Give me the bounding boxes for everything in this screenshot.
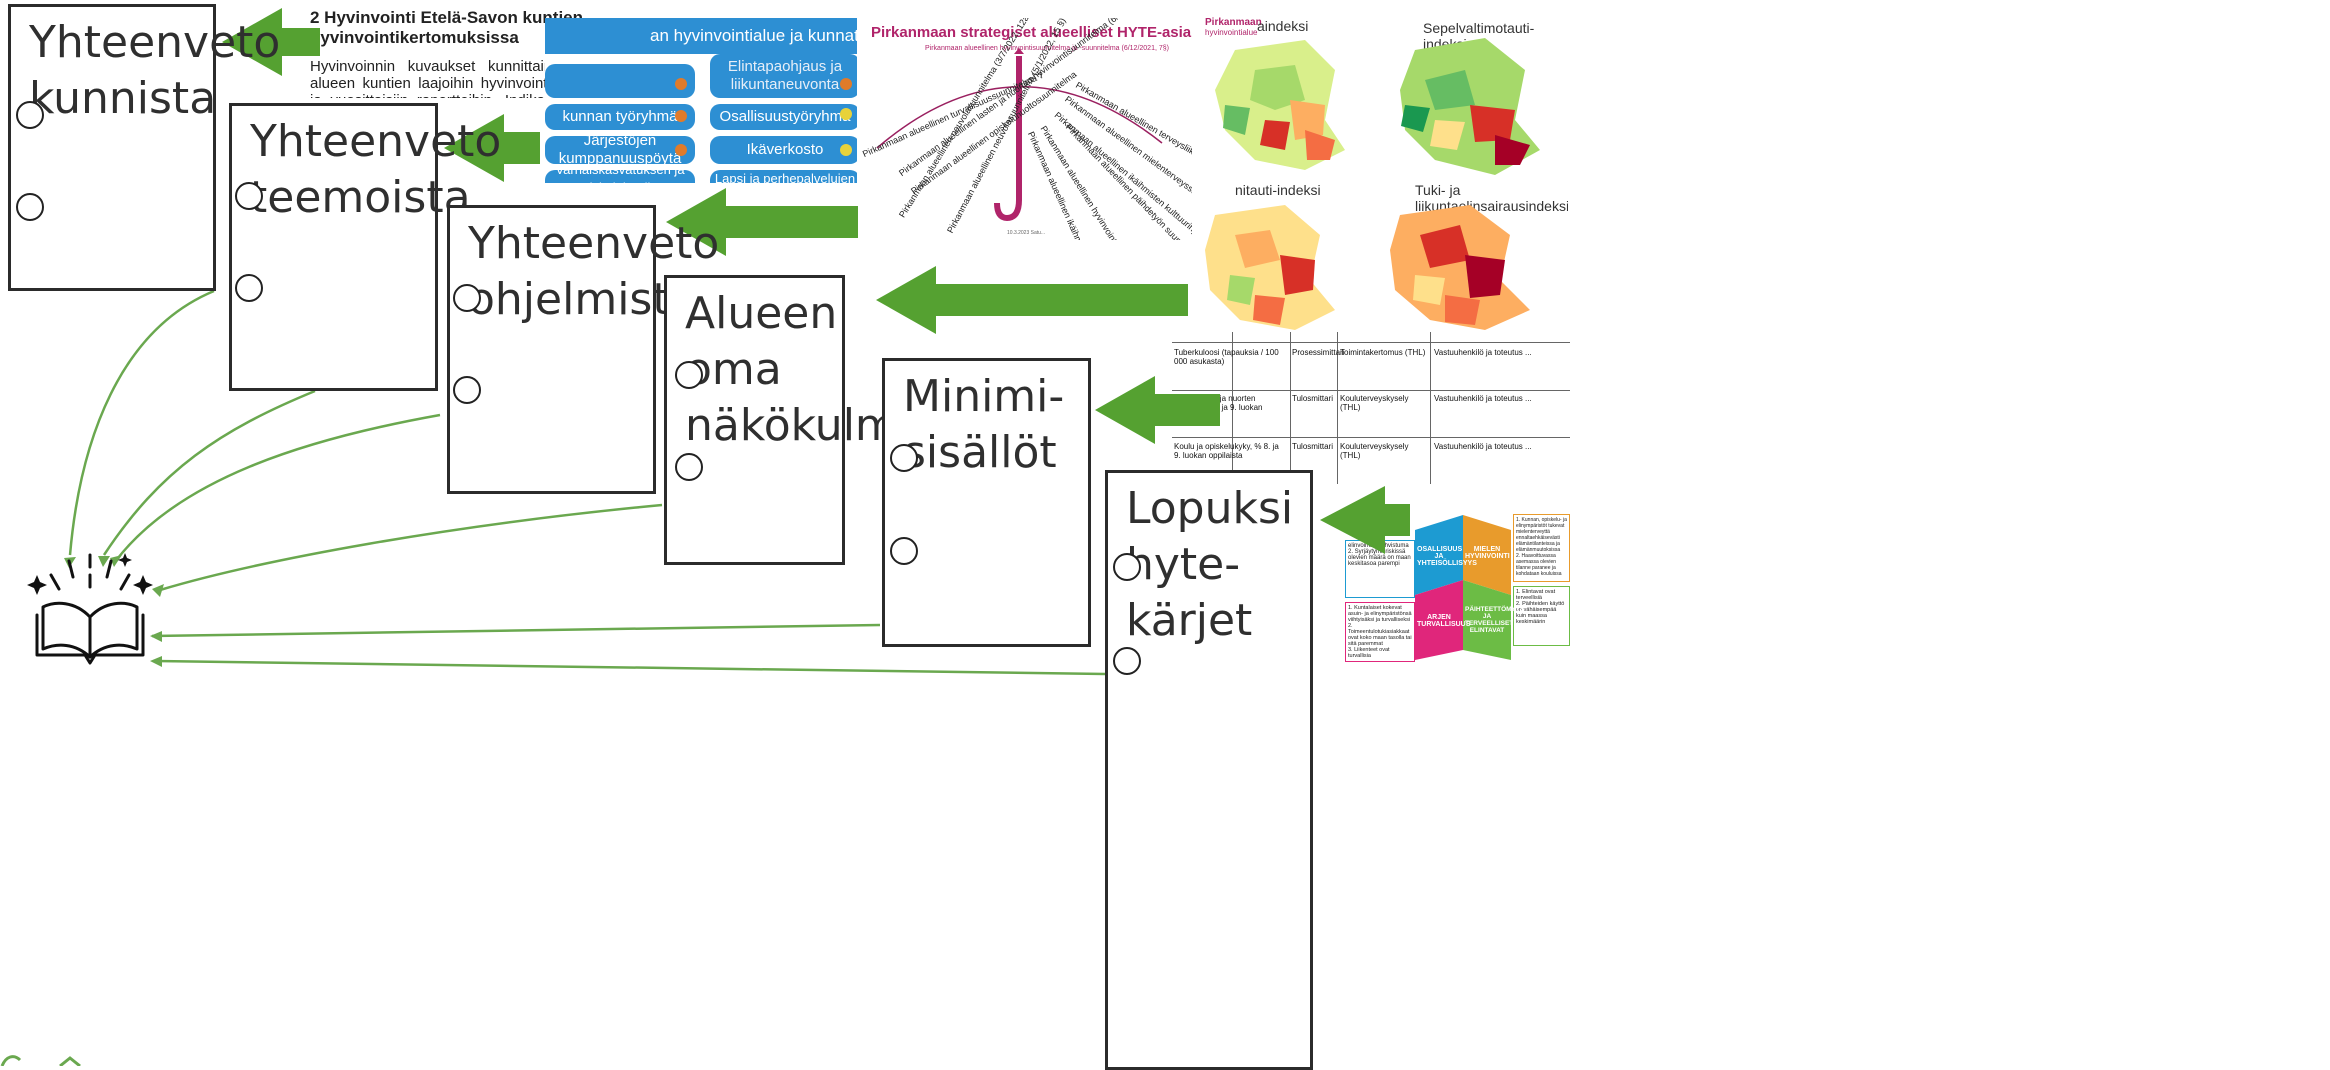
card-title: Yhteenveto ohjelmista <box>468 218 720 325</box>
connector-lopuksi <box>155 659 1106 676</box>
binder-ring <box>235 274 263 302</box>
hyte-hex-label: OSALLISUUS JA YHTEISÖLLISYYS <box>1417 546 1477 567</box>
table-cell: Prosessimittari <box>1292 348 1345 357</box>
org-chart-thumbnail: an hyvinvointialue ja kunnat / maaku Eli… <box>545 18 860 183</box>
table-cell: Koululaisten ja nuorten liikunta, % 8. j… <box>1174 394 1263 421</box>
umbrella-title: Pirkanmaan strategiset alueelliset HYTE-… <box>871 24 1192 41</box>
org-button: Elintapaohjaus ja liikuntaneuvonta <box>710 54 860 98</box>
binder-ring <box>16 193 44 221</box>
hyte-note-right: 1. Kunnan, opiskelu- ja elinympäristöt t… <box>1513 514 1570 582</box>
card-yhteenveto-ohjelmista: Yhteenveto ohjelmista <box>447 205 719 494</box>
umbrella-icon <box>876 48 1163 222</box>
binder-ring <box>16 101 44 129</box>
org-button: Järjestöjen kumppanuuspöytä <box>545 132 695 167</box>
connector-minimi <box>151 623 881 638</box>
binder-ring <box>675 361 703 389</box>
org-button: Lapsi ja perhepalvelujen työryhmä <box>710 170 860 183</box>
choropleth-maps <box>1205 38 1540 330</box>
map-label: nitauti-indeksi <box>1235 182 1321 198</box>
connector-ohjelmista <box>117 413 441 559</box>
hyte-note-left: 1. Kuntalaiset kokevat asuin- ja elinymp… <box>1345 602 1415 662</box>
org-button <box>545 64 695 98</box>
umbrella-subtitle: Pirkanmaan alueellinen hyvinvointisuunni… <box>925 45 1169 52</box>
org-header: an hyvinvointialue ja kunnat / maaku <box>545 18 860 54</box>
table-cell: Kouluterveyskysely (THL) <box>1340 394 1409 412</box>
binder-ring <box>453 284 481 312</box>
card-minimi-sisallot: Minimi- sisällöt <box>882 358 1091 647</box>
card-lopuksi-hyte-karjet: Lopuksi hyte-kärjet <box>1105 470 1313 1070</box>
hyte-hex-label: ARJEN TURVALLISUUS <box>1417 614 1471 628</box>
org-button: Ikäverkosto <box>710 136 860 164</box>
binder-ring <box>675 453 703 481</box>
logo-fragment <box>0 1055 81 1066</box>
report-heading: 2 Hyvinvointi Etelä-Savon kuntien hyvinv… <box>310 8 584 47</box>
binder-ring <box>1113 647 1141 675</box>
card-yhteenveto-kunnista: Yhteenveto kunnista <box>8 4 280 291</box>
card-alueen-oma-nakokulma: Alueen oma näkökulma <box>664 275 925 565</box>
table-cell: Toimintakertomus (THL) <box>1340 348 1426 357</box>
table-cell: Vastuuhenkilö ja toteutus ... <box>1434 442 1532 451</box>
card-title: Yhteenveto kunnista <box>29 17 281 124</box>
hyte-hex-label: MIELEN HYVINVOINTI <box>1465 546 1510 560</box>
indicator-table-thumbnail: Tuberkuloosi (tapauksia / 100 000 asukas… <box>1172 332 1570 484</box>
map-label: aindeksi <box>1257 18 1309 34</box>
table-cell: Tulosmittari <box>1292 442 1334 451</box>
umbrella-thumbnail: Pirkanmaan strategiset alueelliset HYTE-… <box>857 18 1192 240</box>
umbrella-footer: 10.3.2023 Satu... <box>1007 230 1046 236</box>
table-cell: Tulosmittari <box>1292 394 1334 403</box>
binder-ring <box>235 182 263 210</box>
binder-ring <box>1113 553 1141 581</box>
binder-ring <box>890 537 918 565</box>
connector-nakokulma <box>159 503 663 592</box>
connector-kunnista <box>68 289 215 556</box>
org-button: Osallisuustyöryhmä <box>710 104 860 130</box>
connector-teemoista <box>102 389 316 556</box>
card-yhteenveto-teemoista: Yhteenveto teemoista <box>229 103 501 391</box>
org-button: Varhaiskasvatuksen ja opiskeluhuollon ty… <box>545 162 695 183</box>
org-button: kunnan työryhmä <box>545 104 695 130</box>
binder-ring <box>890 444 918 472</box>
table-cell: Koulu ja opiskelukyky, % 8. ja 9. luokan… <box>1174 442 1279 460</box>
binder-ring <box>453 376 481 404</box>
table-cell: Kouluterveyskysely (THL) <box>1340 442 1409 460</box>
hyte-hex-label: PÄIHTEETTÖMYYS JA TERVEELLISET ELINTAVAT <box>1465 606 1525 634</box>
card-title: Lopuksi hyte-kärjet <box>1126 483 1294 646</box>
card-title: Yhteenveto teemoista <box>250 116 502 223</box>
card-title: Minimi- sisällöt <box>903 371 1065 478</box>
table-cell: Tuberkuloosi (tapauksia / 100 000 asukas… <box>1174 348 1279 366</box>
open-book-icon <box>27 553 153 665</box>
table-cell: Vastuuhenkilö ja toteutus ... <box>1434 394 1532 403</box>
hyte-hexagons <box>1415 515 1511 660</box>
table-cell: Vastuuhenkilö ja toteutus ... <box>1434 348 1532 357</box>
